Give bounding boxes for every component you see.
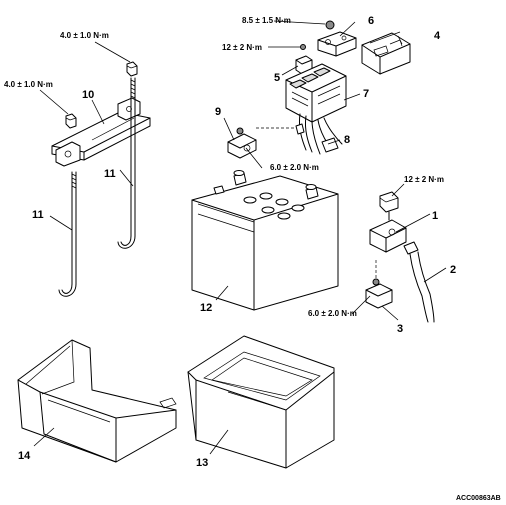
part-number-6: 6 — [368, 15, 374, 27]
battery-tray — [17, 339, 177, 463]
part-number-11-right: 11 — [104, 168, 116, 180]
part-number-5: 5 — [274, 72, 280, 84]
part-number-13: 13 — [196, 457, 208, 469]
part-number-7: 7 — [363, 88, 369, 100]
part-number-3: 3 — [397, 323, 403, 335]
j-rod-right — [117, 77, 136, 249]
bracket-6 — [317, 20, 357, 57]
torque-label-4-0-left: 4.0 ± 1.0 N·m — [4, 80, 53, 89]
torque-label-4-0-top: 4.0 ± 1.0 N·m — [60, 31, 109, 40]
torque-label-6-0-upper: 6.0 ± 2.0 N·m — [270, 163, 319, 172]
j-rod-left — [58, 171, 77, 297]
fusible-link-assembly — [285, 63, 347, 123]
part-number-4: 4 — [434, 30, 441, 42]
torque-label-12-upper: 12 ± 2 N·m — [222, 43, 262, 52]
battery-holder-frame — [51, 97, 151, 167]
torque-label-6-0-lower: 6.0 ± 2.0 N·m — [308, 309, 357, 318]
bolt-top — [126, 61, 138, 77]
figure-code: ACC00863AB — [456, 495, 501, 502]
bolt-left — [65, 113, 77, 129]
part-number-11-left: 11 — [32, 209, 44, 221]
cable-2 — [403, 241, 435, 323]
torque-label-12-right: 12 ± 2 N·m — [404, 175, 444, 184]
battery — [191, 170, 339, 311]
part-number-8: 8 — [344, 134, 350, 146]
part-number-14: 14 — [18, 450, 31, 462]
leader-lines — [33, 20, 447, 455]
part-number-2: 2 — [450, 264, 456, 276]
fusible-link-cover — [361, 31, 411, 75]
clamp-9 — [227, 127, 257, 159]
nut-icon — [325, 20, 335, 30]
part-number-9: 9 — [215, 106, 221, 118]
part-number-1: 1 — [432, 210, 438, 222]
clamp-1 — [369, 191, 407, 253]
clamp-3 — [365, 260, 393, 309]
torque-label-8-5: 8.5 ± 1.5 N·m — [242, 16, 291, 25]
part-number-12: 12 — [200, 302, 212, 314]
bolt-5 — [295, 44, 313, 75]
battery-case — [187, 335, 335, 469]
harness-8 — [256, 113, 343, 155]
part-number-10: 10 — [82, 89, 94, 101]
